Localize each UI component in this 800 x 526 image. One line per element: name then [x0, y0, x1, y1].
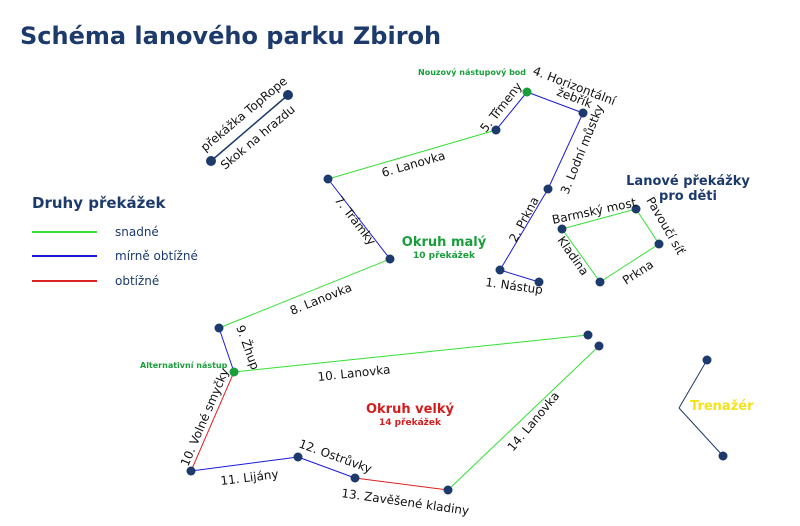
- edge-5-trmeny: [495, 91, 528, 131]
- kid-label-kladina: Kladina: [555, 234, 592, 278]
- edge-kid-prkna: [599, 243, 660, 283]
- edge-kid-pavouci-sit: [635, 208, 660, 245]
- node-emergency-entry: [522, 87, 532, 97]
- label-9-zhup: 9. Žhup: [233, 323, 263, 372]
- node-nastup-end: [534, 277, 544, 287]
- node-lanovka-6: [323, 174, 333, 184]
- node-prkna: [543, 184, 553, 194]
- alt-entry-label: Alternativní nástup: [140, 361, 228, 370]
- node-kid-3: [654, 239, 664, 249]
- edge-kid-barmsky-most: [561, 208, 637, 230]
- node-smycky: [186, 466, 196, 476]
- edge-trainer-b: [678, 407, 724, 457]
- edge-4-horizontalni-zebrik: [526, 91, 584, 114]
- label-5-trmeny: 5. Třmeny: [477, 79, 525, 134]
- legend-label-medium: mírně obtížné: [115, 249, 198, 263]
- kid-label-barmsky-most: Barmský most: [551, 195, 638, 227]
- edge-8-lanovka: [218, 258, 391, 329]
- node-nastup: [495, 265, 505, 275]
- node-kid-1: [557, 224, 567, 234]
- label-7-tramky: 7. Trámky: [332, 193, 379, 248]
- edge-14-lanovka: [447, 345, 600, 491]
- edge-11-lijany: [190, 456, 299, 472]
- node-kid-4: [595, 277, 605, 287]
- toprope-node-start: [206, 156, 216, 166]
- section-labels: Okruh malý 10 překážek Okruh velký 14 př…: [366, 174, 754, 428]
- node-tramky: [385, 254, 395, 264]
- edge-kid-kladina: [561, 228, 601, 283]
- emergency-entry-label: Nouzový nástupový bod: [418, 68, 526, 77]
- node-lanovka-14-start: [594, 341, 604, 351]
- node-ostruvky: [350, 473, 360, 483]
- trainer-label: Trenažér: [690, 399, 754, 414]
- node-trainer-top: [702, 355, 712, 365]
- edge-3-lodni-mustky: [547, 112, 584, 190]
- label-2-prkna: 2. Prkna: [506, 194, 541, 244]
- label-1-nastup: 1. Nástup: [485, 275, 544, 297]
- edge-7-tramky: [327, 178, 391, 260]
- course-nodes: [186, 87, 728, 495]
- legend-title: Druhy překážek: [32, 194, 167, 212]
- node-lijany: [293, 452, 303, 462]
- label-8-lanovka: 8. Lanovka: [288, 280, 354, 317]
- kids-section-title-line2: pro děti: [659, 189, 717, 204]
- edge-1-nastup: [499, 269, 540, 283]
- edge-trainer-a: [678, 359, 708, 409]
- label-10-lanovka: 10. Lanovka: [317, 362, 391, 384]
- kids-labels: Barmský most Pavoučí síť Kladina Prkna: [551, 195, 688, 288]
- small-circuit-title: Okruh malý: [402, 235, 487, 250]
- toprope-line: [210, 94, 289, 162]
- label-12-ostruvky: 12. Ostrůvky: [297, 437, 374, 476]
- small-circuit-count: 10 překážek: [413, 251, 476, 261]
- label-10-volne-smycky: 10. Volné smyčky: [178, 366, 232, 468]
- skok-label: Skok na hrazdu: [218, 102, 298, 172]
- legend-label-hard: obtížné: [115, 274, 159, 288]
- edge-10-volne-smycky: [190, 371, 235, 472]
- toprope-group: překážka TopRope Skok na hrazdu: [198, 74, 298, 172]
- kid-label-prkna: Prkna: [620, 257, 656, 287]
- node-kladiny: [443, 485, 453, 495]
- kids-section-title-line1: Lanové překážky: [626, 174, 750, 189]
- large-circuit-title: Okruh velký: [366, 402, 455, 417]
- edge-10-lanovka: [233, 334, 589, 373]
- toprope-node-end: [283, 90, 293, 100]
- node-trainer-bottom: [718, 451, 728, 461]
- node-alt-entry: [229, 367, 239, 377]
- edge-13-zavesene-kladiny: [354, 477, 449, 491]
- label-14-lanovka: 14. Lanovka: [505, 389, 563, 454]
- node-lanovka-10-end: [583, 330, 593, 340]
- node-zebrik: [578, 108, 588, 118]
- label-6-lanovka: 6. Lanovka: [380, 148, 447, 179]
- edge-12-ostruvky: [297, 456, 356, 479]
- edge-6-lanovka: [327, 129, 497, 180]
- label-11-lijany: 11. Lijány: [220, 467, 280, 488]
- edge-9-zhup: [218, 327, 235, 373]
- node-kid-2: [631, 204, 641, 214]
- node-lanovka-8: [214, 323, 224, 333]
- course-lines: [190, 91, 724, 491]
- large-circuit-count: 14 překážek: [379, 418, 442, 428]
- legend-label-easy: snadné: [115, 225, 159, 239]
- node-trmeny: [491, 125, 501, 135]
- page-title: Schéma lanového parku Zbiroh: [20, 22, 441, 50]
- edge-2-prkna: [499, 188, 549, 271]
- legend: Druhy překážek snadné mírně obtížné obtí…: [32, 194, 198, 288]
